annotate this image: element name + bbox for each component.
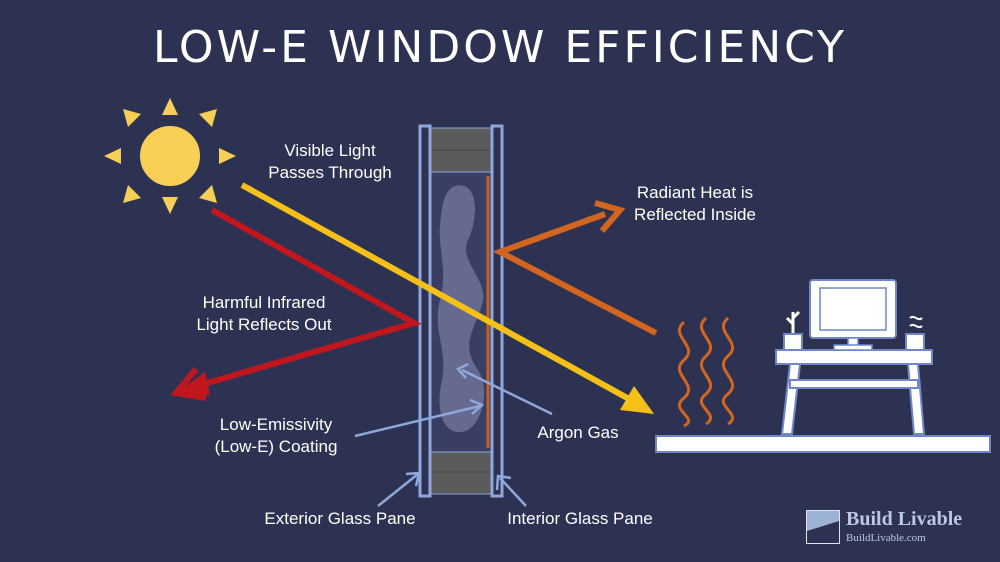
visible-light-label-line-1: Visible Light [284,141,376,160]
interior-glass-pane [490,124,504,498]
callout-arrows [354,362,553,507]
low-e-coating-label-line-1: Low-Emissivity [219,415,333,434]
harmful-infrared-label: Harmful Infrared Light Reflects Out [184,292,344,336]
radiant-heat-arrow [492,200,658,336]
infrared-arrow [170,207,422,401]
exterior-glass-pane-label: Exterior Glass Pane [264,509,416,528]
bottom-spacer [429,451,493,495]
brand-name: Build Livable [846,508,963,530]
harmful-infrared-label-line-2: Light Reflects Out [196,315,332,334]
visible-light-label: Visible Light Passes Through [250,140,410,184]
low-e-coating-label: Low-Emissivity (Low-E) Coating [196,414,356,458]
argon-gas-label: Argon Gas [537,423,619,442]
sun-icon [104,98,236,214]
brand-url: BuildLivable.com [846,532,926,544]
computer-monitor-icon [809,279,897,351]
radiant-heat-label-line-1: Radiant Heat is [636,183,754,202]
interior-glass-pane-label: Interior Glass Pane [507,509,653,528]
visible-light-arrow [240,182,654,414]
heat-waves-icon [677,316,735,428]
desk-icon [655,349,991,453]
window-assembly [418,124,504,498]
radiant-heat-label: Radiant Heat is Reflected Inside [615,182,775,226]
plant-icon [783,310,803,351]
brand-watermark: Build Livable BuildLivable.com [806,508,986,548]
visible-light-label-line-2: Passes Through [268,163,392,182]
exterior-glass-pane [418,124,432,498]
mug-icon [905,315,925,351]
radiant-heat-label-line-2: Reflected Inside [634,205,756,224]
page-title: LOW-E WINDOW EFFICIENCY [152,22,847,73]
low-e-coating-label-line-2: (Low-E) Coating [214,437,338,456]
build-livable-logo-icon [806,510,840,544]
harmful-infrared-label-line-1: Harmful Infrared [202,293,326,312]
